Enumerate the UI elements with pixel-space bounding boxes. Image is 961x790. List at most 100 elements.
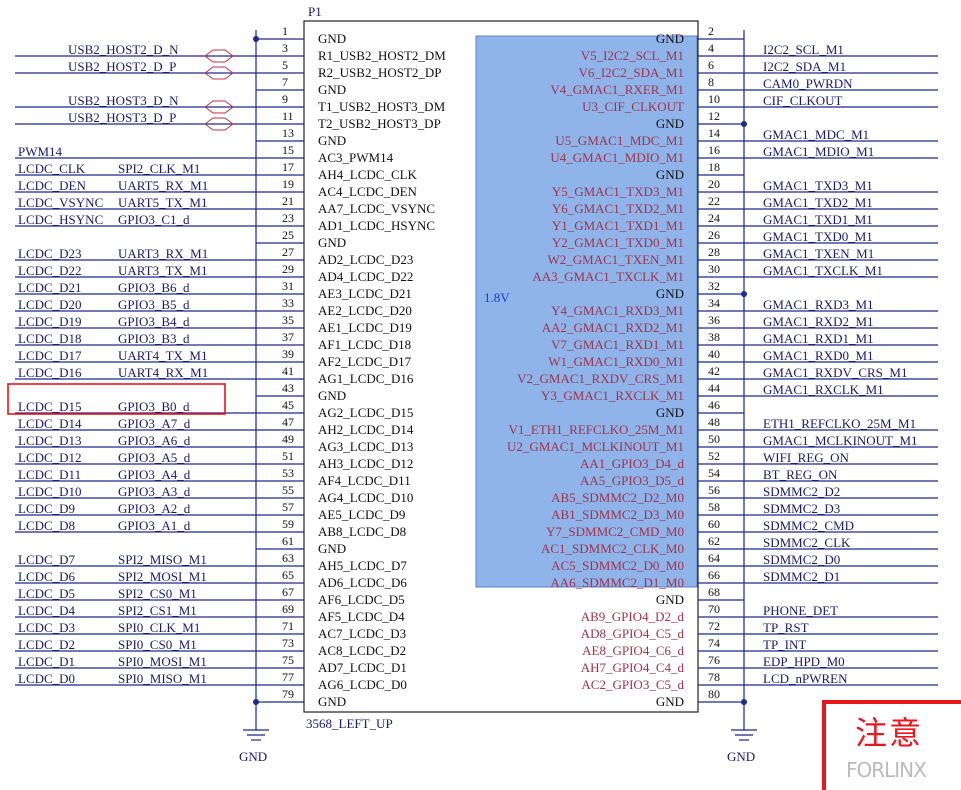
left-pin-number: 77 — [282, 670, 294, 684]
left-pin-signal: R1_USB2_HOST2_DM — [318, 48, 446, 63]
left-net-label: LCDC_D11 — [18, 467, 81, 482]
left-pin-number: 7 — [282, 75, 288, 89]
left-net-label: LCDC_D21 — [18, 280, 82, 295]
left-pin-signal: AC7_LCDC_D3 — [318, 626, 406, 641]
left-alt-function: UART4_RX_M1 — [118, 365, 208, 380]
watermark: FORLINX — [846, 758, 927, 782]
right-net-label: CIF_CLKOUT — [763, 93, 843, 108]
left-pin-signal: AF2_LCDC_D17 — [318, 354, 412, 369]
right-pin-signal: AA1_GPIO3_D4_d — [580, 456, 685, 471]
right-pin-signal: AB1_SDMMC2_D3_M0 — [551, 507, 684, 522]
left-net-label: LCDC_D20 — [18, 297, 82, 312]
right-pin-number: 66 — [708, 568, 720, 582]
right-pin-signal: V5_I2C2_SCL_M1 — [581, 48, 684, 63]
right-net-label: PHONE_DET — [763, 603, 838, 618]
left-pin-signal: AF5_LCDC_D4 — [318, 609, 405, 624]
right-net-label: GMAC1_RXD1_M1 — [763, 331, 874, 346]
left-pin-signal: AH3_LCDC_D12 — [318, 456, 413, 471]
left-pin-number: 53 — [282, 466, 294, 480]
left-net-label: LCDC_CLK — [18, 161, 86, 176]
right-pin-number: 22 — [708, 194, 720, 208]
left-alt-function: SPI0_MISO_M1 — [118, 671, 207, 686]
diff-pair-icon — [204, 117, 234, 131]
right-pin-number: 36 — [708, 313, 720, 327]
left-alt-function: GPIO3_B4_d — [118, 314, 190, 329]
right-net-label: SDMMC2_D1 — [763, 569, 840, 584]
right-pin-number: 52 — [708, 449, 720, 463]
right-pin-signal: Y3_GMAC1_RXCLK_M1 — [541, 388, 684, 403]
right-net-label: ETH1_REFCLKO_25M_M1 — [763, 416, 916, 431]
right-net-label: GMAC1_MDIO_M1 — [763, 144, 874, 159]
right-pin-signal: V4_GMAC1_RXER_M1 — [550, 82, 684, 97]
right-pin-number: 32 — [708, 279, 720, 293]
left-pin-number: 3 — [282, 41, 288, 55]
left-pin-number: 39 — [282, 347, 294, 361]
left-pin-number: 71 — [282, 619, 294, 633]
right-net-label: GMAC1_TXCLK_M1 — [763, 263, 883, 278]
right-pin-signal: Y5_GMAC1_TXD3_M1 — [552, 184, 684, 199]
left-alt-function: SPI0_MOSI_M1 — [118, 654, 207, 669]
left-pin-signal: GND — [318, 235, 346, 250]
left-alt-function: GPIO3_B3_d — [118, 331, 190, 346]
right-pin-number: 38 — [708, 330, 720, 344]
right-pin-number: 70 — [708, 602, 720, 616]
left-pin-number: 49 — [282, 432, 294, 446]
right-pin-signal: U5_GMAC1_MDC_M1 — [555, 133, 684, 148]
left-net-label: LCDC_D9 — [18, 501, 75, 516]
right-net-label: GMAC1_RXCLK_M1 — [763, 382, 884, 397]
left-pin-number: 17 — [282, 160, 294, 174]
right-pin-signal: W1_GMAC1_RXD0_M1 — [548, 354, 684, 369]
right-net-label: GMAC1_RXD2_M1 — [763, 314, 874, 329]
left-alt-function: GPIO3_C1_d — [118, 212, 190, 227]
right-pin-signal: U2_GMAC1_MCLKINOUT_M1 — [507, 439, 684, 454]
left-pin-number: 65 — [282, 568, 294, 582]
left-pin-number: 59 — [282, 517, 294, 531]
left-pin-number: 37 — [282, 330, 294, 344]
left-alt-function: GPIO3_B0_d — [118, 399, 190, 414]
left-net-label: USB2_HOST3_D_N — [68, 93, 179, 108]
highlighted-net-box — [7, 383, 226, 415]
left-pin-number: 67 — [282, 585, 294, 599]
right-pin-number: 80 — [708, 687, 720, 701]
right-pin-number: 2 — [708, 24, 714, 38]
left-alt-function: SPI2_MOSI_M1 — [118, 569, 207, 584]
left-net-label: LCDC_D7 — [18, 552, 76, 567]
right-net-label: GMAC1_TXD1_M1 — [763, 212, 873, 227]
left-pin-signal: AD6_LCDC_D6 — [318, 575, 407, 590]
left-pin-number: 73 — [282, 636, 294, 650]
left-pin-number: 9 — [282, 92, 288, 106]
highlighted-pin-region — [475, 35, 698, 588]
right-net-label: GMAC1_TXD3_M1 — [763, 178, 873, 193]
left-alt-function: UART4_TX_M1 — [118, 348, 208, 363]
left-pin-signal: AD1_LCDC_HSYNC — [318, 218, 435, 233]
right-pin-signal: W2_GMAC1_TXEN_M1 — [548, 252, 685, 267]
left-net-label: LCDC_D4 — [18, 603, 76, 618]
right-pin-signal: AC1_SDMMC2_CLK_M0 — [541, 541, 684, 556]
left-pin-signal: AG6_LCDC_D0 — [318, 677, 407, 692]
gnd-label-right: GND — [727, 749, 755, 764]
right-net-label: TP_INT — [763, 637, 806, 652]
right-pin-number: 12 — [708, 109, 720, 123]
right-pin-number: 78 — [708, 670, 720, 684]
left-pin-signal: AE1_LCDC_D19 — [318, 320, 412, 335]
right-pin-signal: GND — [656, 167, 684, 182]
left-net-label: LCDC_VSYNC — [18, 195, 103, 210]
left-pin-number: 1 — [282, 24, 288, 38]
right-pin-signal: AA5_GPIO3_D5_d — [580, 473, 685, 488]
left-pin-number: 63 — [282, 551, 294, 565]
right-pin-signal: Y1_GMAC1_TXD1_M1 — [552, 218, 684, 233]
right-pin-signal: Y2_GMAC1_TXD0_M1 — [552, 235, 684, 250]
right-pin-signal: GND — [656, 286, 684, 301]
right-pin-number: 54 — [708, 466, 720, 480]
right-net-label: GMAC1_MCLKINOUT_M1 — [763, 433, 918, 448]
left-pin-number: 75 — [282, 653, 294, 667]
left-net-label: LCDC_D13 — [18, 433, 82, 448]
left-pin-number: 31 — [282, 279, 294, 293]
left-alt-function: GPIO3_A4_d — [118, 467, 191, 482]
right-pin-number: 8 — [708, 75, 714, 89]
right-pin-number: 62 — [708, 534, 720, 548]
left-pin-number: 21 — [282, 194, 294, 208]
left-net-label: LCDC_HSYNC — [18, 212, 103, 227]
